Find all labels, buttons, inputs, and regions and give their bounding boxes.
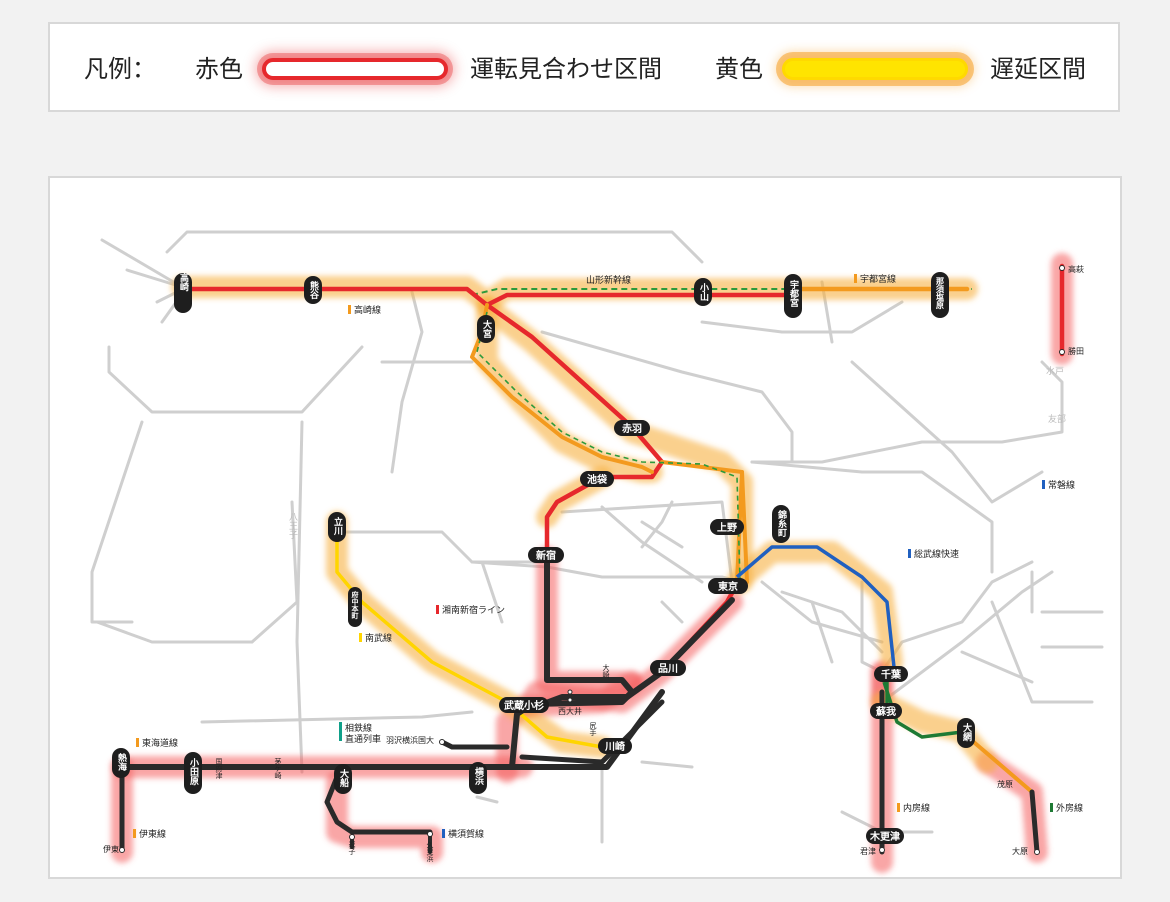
station-ueno[interactable]: 上野 [710,519,744,535]
station-akabane[interactable]: 赤羽 [614,420,650,436]
station-atami[interactable]: 熱海 [112,748,130,778]
map-legend: 凡例： 赤色 運転見合わせ区間 黄色 遅延区間 [48,22,1120,112]
station-kumagaya[interactable]: 熊谷 [304,276,322,304]
svg-text:熊谷: 熊谷 [308,280,319,300]
station-ikebukuro[interactable]: 池袋 [580,471,614,487]
station-odawara[interactable]: 小田原 [184,752,202,794]
svg-text:大宮: 大宮 [481,319,492,339]
station-soga[interactable]: 蘇我 [870,703,902,719]
svg-text:大船: 大船 [338,768,349,788]
station-yokohama[interactable]: 横浜 [469,762,487,794]
legend-yellow-swatch [782,58,968,80]
svg-text:立川: 立川 [332,516,344,536]
label-mobara: 茂原 [997,779,1013,789]
station-fuchuhonmachi[interactable]: 府中本町 [348,587,362,627]
svg-text:東京: 東京 [718,580,738,593]
svg-text:大網: 大網 [961,722,972,742]
label-tokaido-line: 東海道線 [142,737,178,749]
station-tokyo[interactable]: 東京 [708,578,748,594]
legend-prefix: 凡例： [84,55,156,83]
station-oyama[interactable]: 小山 [694,278,712,306]
svg-text:蘇我: 蘇我 [875,705,896,718]
small-station-dots [119,265,1065,855]
label-kozu: 国府津 [215,758,223,780]
label-osaki: 大崎 [602,663,610,678]
label-ohara: 大原 [1012,846,1028,856]
legend-red-label: 赤色 [195,55,243,83]
legend-yellow-label: 黄色 [715,55,763,83]
label-chigasaki: 茅ケ崎 [274,757,282,779]
station-ofuna[interactable]: 大船 [334,764,352,794]
legend-yellow-desc: 遅延区間 [990,55,1086,83]
station-kinshicho[interactable]: 錦糸町 [772,505,790,543]
label-hazawa: 羽沢横浜国大 [386,735,434,745]
station-kawasaki[interactable]: 川崎 [598,738,632,754]
label-mito: 水戸 [1046,365,1064,377]
label-sotetsu-2: 直通列車 [345,733,381,745]
station-kisarazu[interactable]: 木更津 [866,828,904,844]
svg-text:府中本町: 府中本町 [351,590,360,620]
svg-text:池袋: 池袋 [587,473,608,486]
svg-text:新宿: 新宿 [536,549,556,562]
svg-text:上野: 上野 [717,521,737,534]
svg-text:赤羽: 赤羽 [622,422,642,435]
label-joban-line: 常磐線 [1048,479,1075,491]
label-katsuta: 勝田 [1068,346,1084,356]
label-uchibo-line: 内房線 [903,802,930,814]
svg-text:錦糸町: 錦糸町 [776,509,788,538]
label-yamagata-shinkansen: 山形新幹線 [586,274,631,286]
label-nishioi: 西大井 [558,706,582,716]
label-shonan-shinjuku: 湘南新宿ライン [442,604,505,616]
svg-text:川崎: 川崎 [604,740,625,753]
station-utsunomiya[interactable]: 宇都宮 [784,274,802,318]
label-kurihama: 久里浜 [426,840,434,863]
label-sotobo-line: 外房線 [1056,802,1083,814]
railway-map: 高崎 熊谷 大宮 小山 宇都宮 那須塩原 赤羽 池袋 上野 錦糸町 東京 新宿 … [48,176,1122,879]
svg-text:木更津: 木更津 [869,830,900,843]
label-takasaki-line: 高崎線 [354,304,381,316]
svg-text:小田原: 小田原 [188,757,200,786]
station-nasushiobara[interactable]: 那須塩原 [931,272,949,318]
label-sobu-rapid: 総武線快速 [914,548,959,560]
label-utsunomiya-line: 宇都宮線 [860,273,896,285]
label-kimitsu: 君津 [860,846,876,856]
svg-text:宇都宮: 宇都宮 [788,279,800,308]
label-ito-line: 伊東線 [139,828,166,840]
railway-map-svg: 高崎 熊谷 大宮 小山 宇都宮 那須塩原 赤羽 池袋 上野 錦糸町 東京 新宿 … [90,230,1104,873]
svg-text:品川: 品川 [658,663,678,675]
station-takasaki[interactable]: 高崎 [174,272,192,313]
background-network [90,230,1104,844]
label-yokosuka-line: 横須賀線 [448,828,484,840]
station-omiya[interactable]: 大宮 [477,315,495,343]
label-takahagi: 高萩 [1068,264,1084,274]
station-chiba[interactable]: 千葉 [874,666,908,682]
station-shinjuku[interactable]: 新宿 [528,547,564,563]
red-halo-layer [111,253,1073,873]
sobu-line-track [735,545,896,668]
green-dashed-ring [476,311,741,581]
legend-red-swatch [262,58,448,80]
station-tachikawa[interactable]: 立川 [328,512,346,542]
station-musashikosugi[interactable]: 武蔵小杉 [499,697,549,713]
svg-text:横浜: 横浜 [473,766,484,786]
label-hachioji: 八王子 [287,512,298,539]
station-shinagawa[interactable]: 品川 [650,660,686,676]
sotobo-green-track [882,681,963,739]
svg-text:千葉: 千葉 [881,668,902,681]
svg-text:武蔵小杉: 武蔵小杉 [504,699,544,712]
svg-text:高崎: 高崎 [178,272,189,292]
label-zushi: 逗子 [348,840,356,855]
label-sotetsu-1: 相鉄線 [345,722,372,734]
label-tomobe: 友部 [1048,413,1066,425]
svg-text:熱海: 熱海 [116,752,127,772]
station-oami[interactable]: 大網 [957,718,975,748]
legend-red-desc: 運転見合わせ区間 [470,55,662,83]
svg-text:那須塩原: 那須塩原 [935,277,945,310]
label-shiriteuchi: 尻手 [589,722,597,737]
svg-text:小山: 小山 [698,282,710,302]
label-ito: 伊東 [103,844,119,854]
label-nambu-line: 南武線 [365,632,392,644]
